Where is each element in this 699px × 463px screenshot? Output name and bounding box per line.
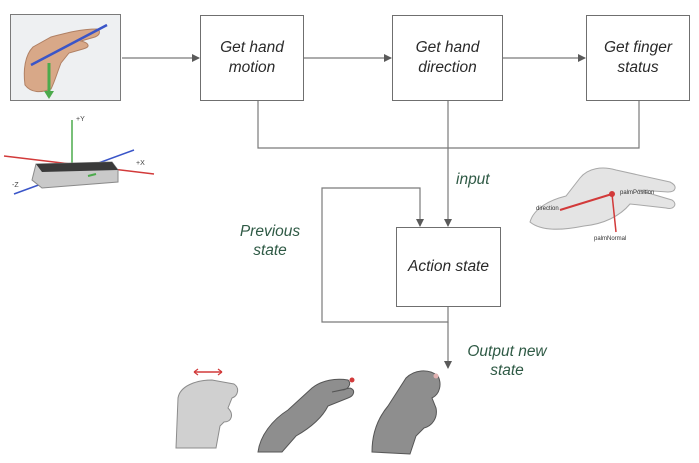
input-label: input — [456, 170, 490, 189]
axis-z-label: -Z — [12, 182, 19, 189]
hand-render-pinch — [252, 366, 362, 458]
get-finger-status-box: Get finger status — [586, 15, 690, 101]
palm-position-label: palmPosition — [620, 190, 654, 196]
pinch-render-illustration — [252, 366, 362, 458]
leap-device-diagram: +Y +X -Z — [0, 108, 160, 204]
get-hand-motion-box: Get hand motion — [200, 15, 304, 101]
get-hand-direction-box: Get hand direction — [392, 15, 503, 101]
hand-render-palm — [172, 364, 244, 456]
hand-photo-illustration — [11, 15, 120, 100]
hand-render-grab — [366, 364, 448, 458]
hand-model-diagram: direction palmPosition palmNormal — [520, 160, 690, 250]
palm-render-illustration — [172, 364, 244, 456]
action-state-box: Action state — [396, 227, 501, 307]
action-state-label: Action state — [408, 257, 489, 277]
grab-render-illustration — [366, 364, 448, 458]
get-hand-motion-label: Get hand motion — [220, 38, 284, 78]
hand-photo — [10, 14, 121, 101]
output-new-state-label: Output new state — [452, 342, 562, 381]
axis-y-label: +Y — [76, 116, 85, 123]
hand-direction-label: direction — [536, 206, 559, 212]
palm-normal-label: palmNormal — [594, 236, 626, 242]
axis-x-label: +X — [136, 160, 145, 167]
get-hand-direction-label: Get hand direction — [416, 38, 480, 78]
get-finger-status-label: Get finger status — [604, 38, 672, 78]
previous-state-label: Previous state — [220, 222, 320, 261]
